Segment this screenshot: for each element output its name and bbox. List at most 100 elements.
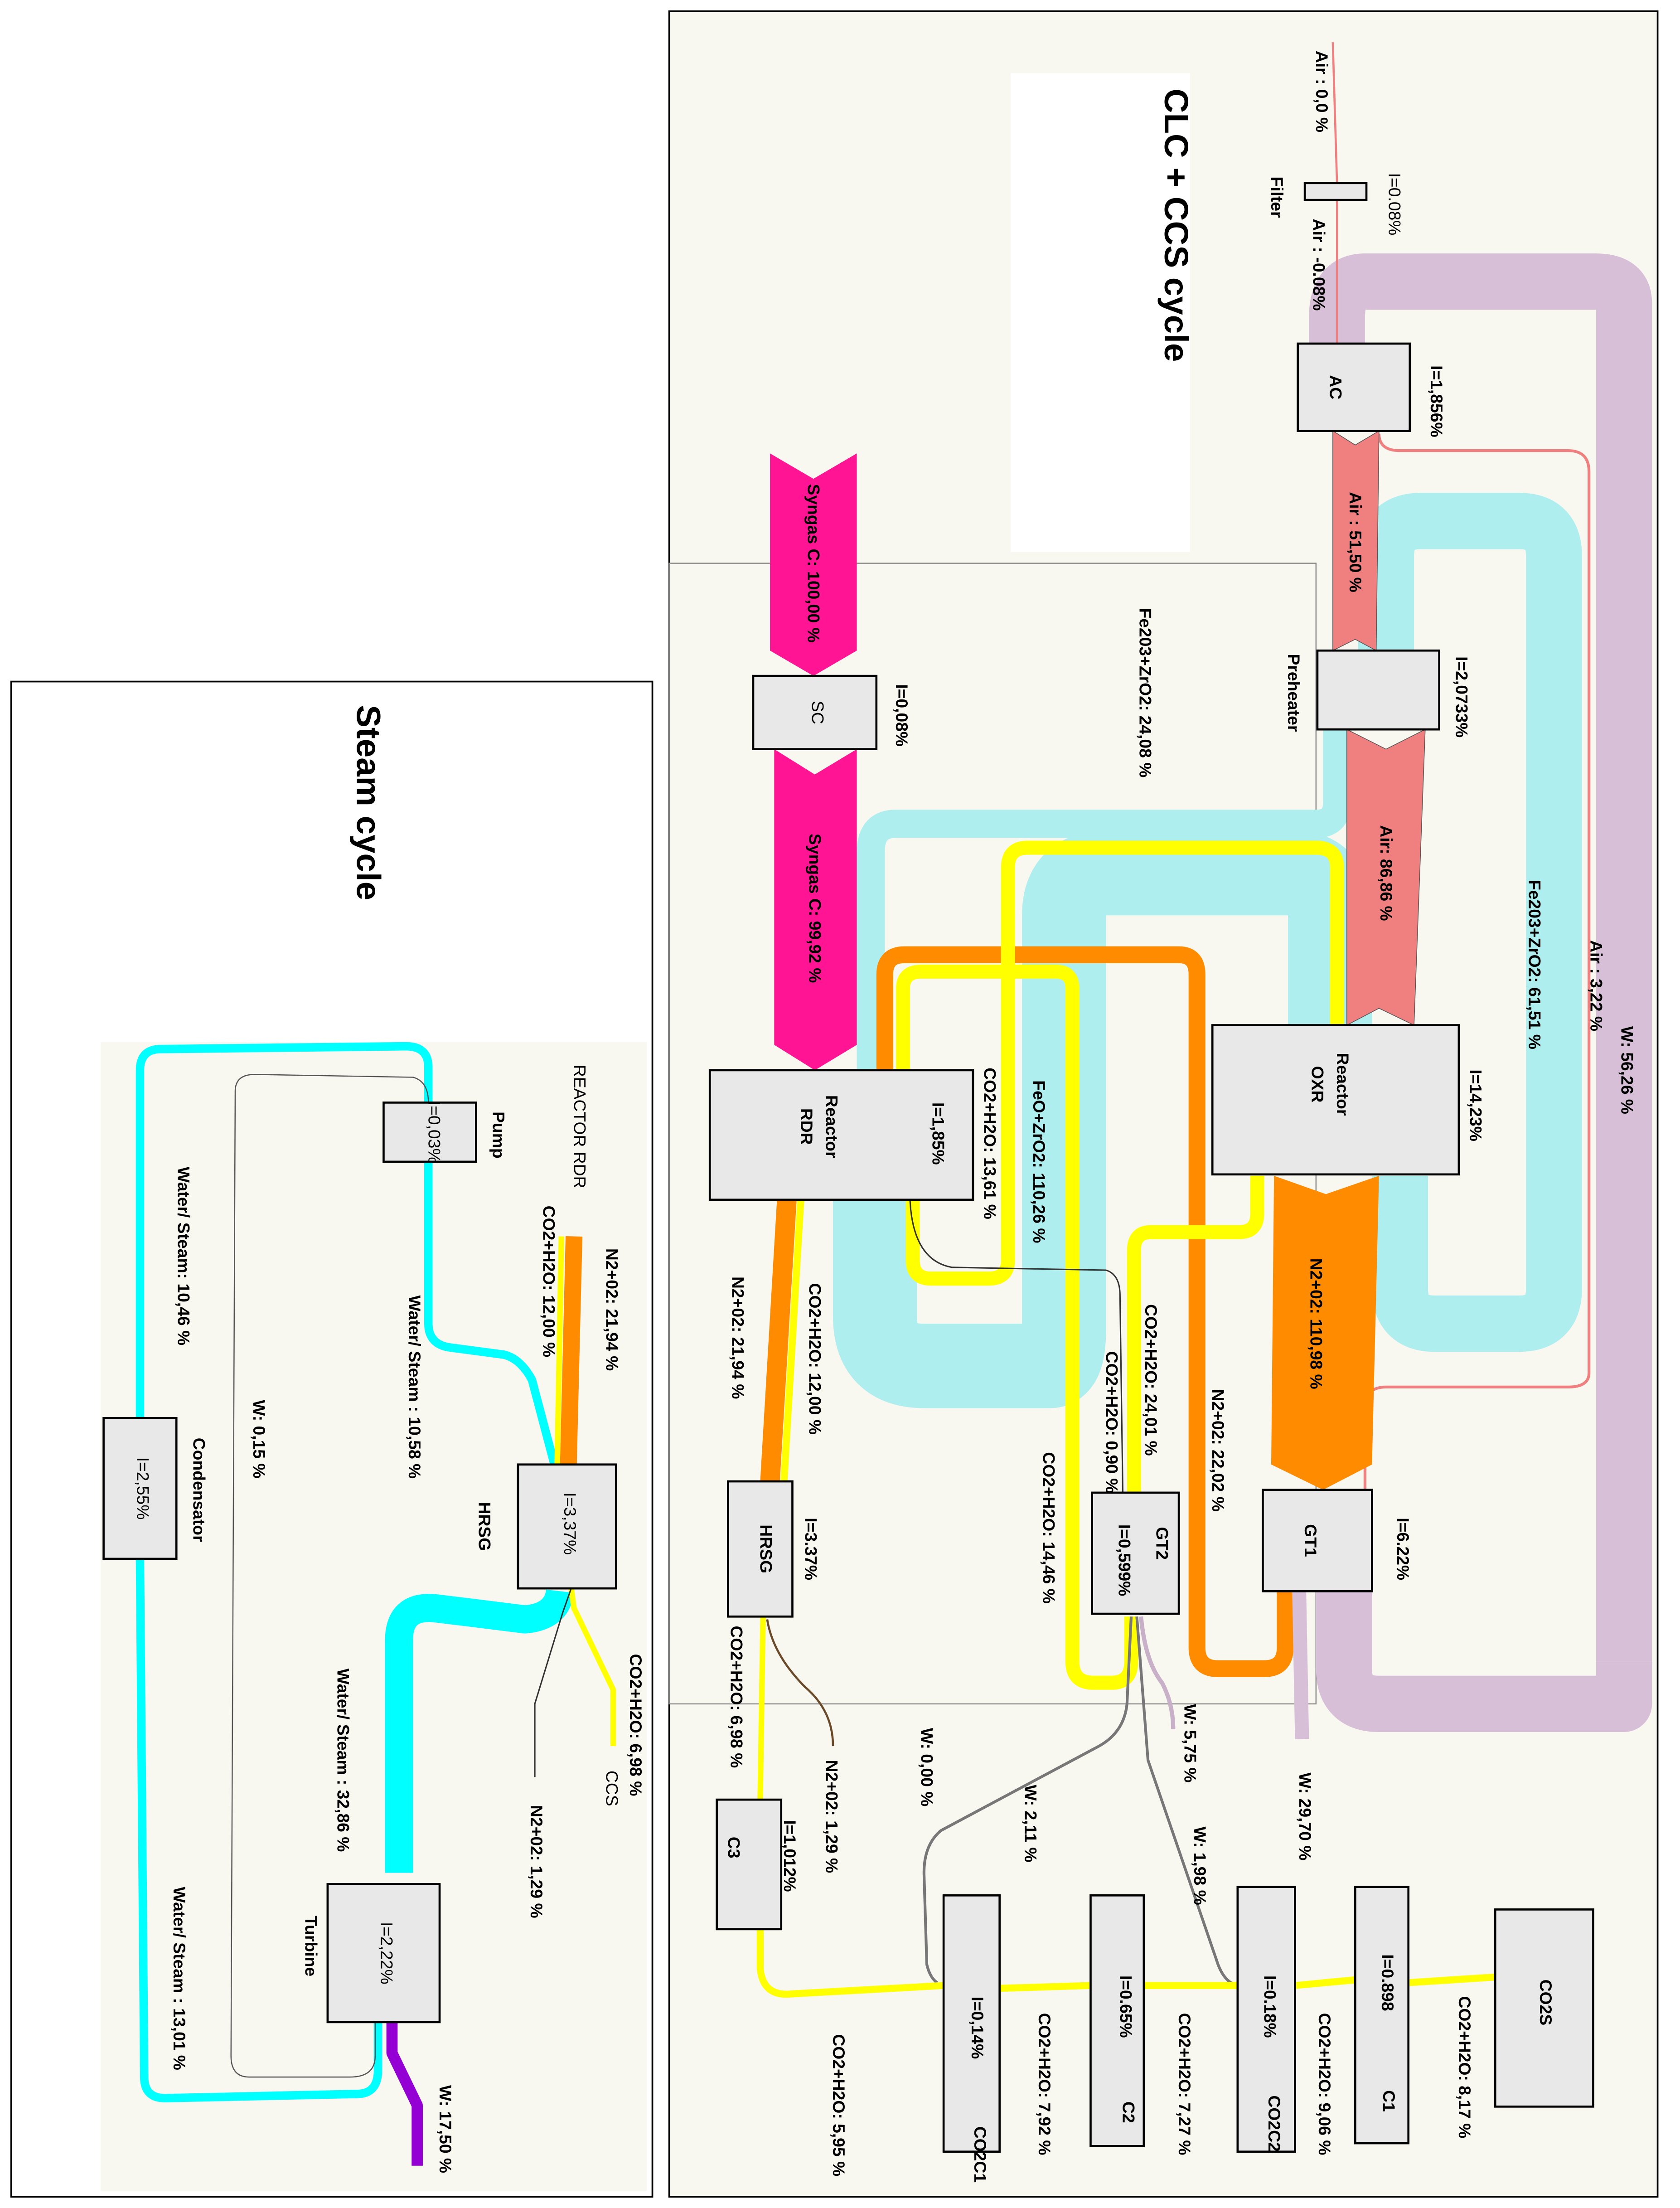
node-reactor-oxr[interactable]	[1211, 1024, 1460, 1176]
rdr-label-1: Reactor	[823, 1095, 842, 1158]
flow-work-575	[1139, 1616, 1176, 1729]
label-syngas-100: Syngas C: 100,00 %	[804, 484, 823, 643]
flow-co2-24	[1127, 1175, 1264, 1493]
label-steam-n2-in: N2+02: 21,94 %	[603, 1248, 622, 1371]
label-ws-1301: Water/ Steam : 13,01 %	[170, 1887, 189, 2070]
flow-w-1750	[386, 2022, 423, 2166]
node-hrsg-clc[interactable]	[727, 1480, 794, 1618]
flow-ws-1046	[136, 1042, 433, 1418]
preheater-label: Preheater	[1284, 654, 1303, 732]
label-w-000: W: 0,00 %	[918, 1728, 937, 1806]
co2c2-label: CO2C2	[1265, 2095, 1284, 2151]
ac-label: AC	[1327, 375, 1346, 399]
label-air-filter: Air : -0.08%	[1310, 219, 1329, 311]
label-co2-727: CO2+H2O: 7,27 %	[1175, 2013, 1194, 2155]
label-air-3: Air : 3,22 %	[1587, 940, 1606, 1031]
node-co2s[interactable]	[1494, 1908, 1594, 2108]
node-pump[interactable]	[382, 1102, 477, 1163]
node-gt1[interactable]	[1262, 1489, 1373, 1592]
node-co2c1[interactable]	[942, 1894, 1001, 2153]
label-n2-129: N2+02: 1,29 %	[823, 1760, 842, 1873]
c3-irr: I=1,012%	[780, 1820, 799, 1892]
node-reactor-rdr[interactable]	[708, 1069, 974, 1201]
label-co2-792: CO2+H2O: 7,92 %	[1035, 2013, 1054, 2155]
label-co2-817: CO2+H2O: 8,17 %	[1455, 1996, 1474, 2138]
node-ac[interactable]	[1297, 342, 1411, 432]
flow-ws-1058	[424, 1161, 559, 1466]
flow-work-211	[922, 1616, 1133, 1987]
flow-n2-129	[766, 1619, 834, 1747]
label-air-51: Air : 51,50 %	[1346, 492, 1365, 592]
gt1-label: GT1	[1301, 1524, 1320, 1557]
label-fe-24: Fe203+ZrO2: 24,08 %	[1136, 608, 1155, 777]
flow-ws-1301	[136, 1558, 382, 2103]
flow-syngas-100	[770, 453, 857, 676]
flow-fe2o3-61	[1358, 493, 1582, 1352]
oxr-label-1: Reactor	[1333, 1053, 1352, 1116]
label-w-56: W: 56,26 %	[1617, 1026, 1636, 1114]
flow-work-56	[1309, 253, 1652, 1662]
hrsg-steam-label: HRSG	[475, 1502, 494, 1551]
flow-co2-698	[757, 1616, 766, 1800]
clc-flow-labels: Air : 0,0 % Air : -0.08% Air : 51,50 % A…	[727, 51, 1637, 2176]
label-co2-698: CO2+H2O: 6,98 %	[727, 1626, 746, 1768]
flow-work-56-lower	[1316, 1591, 1652, 1732]
rdr-irr: I=1,85%	[929, 1102, 948, 1165]
flow-n2-22	[876, 946, 1294, 1677]
label-w-198: W: 1,98 %	[1191, 1826, 1210, 1905]
label-n2-22: N2+02: 22,02 %	[1209, 1389, 1228, 1512]
label-feo-110: FeO+ZrO2: 110,26 %	[1030, 1080, 1049, 1243]
label-ws-1046: Water/ Steam: 10,46 %	[174, 1167, 193, 1345]
node-co2c2[interactable]	[1236, 1886, 1296, 2153]
node-c3[interactable]	[716, 1798, 783, 1931]
node-preheater[interactable]	[1316, 649, 1440, 731]
label-w-211: W: 2,11 %	[1021, 1785, 1040, 1862]
c1-label: C1	[1380, 2090, 1399, 2112]
flow-n2-out	[534, 1588, 572, 1777]
label-n2-110: N2+02: 110,98 %	[1307, 1258, 1326, 1389]
node-gt2[interactable]	[1091, 1491, 1180, 1615]
label-steam-co2-in: CO2+H2O: 12,00 %	[540, 1206, 559, 1357]
label-ccs: CCS	[603, 1771, 622, 1806]
flow-co2-090	[909, 1199, 1124, 1493]
gt2-label: GT2	[1153, 1527, 1172, 1559]
node-sc[interactable]	[752, 675, 878, 750]
label-ws-1058: Water/ Steam : 10,58 %	[405, 1296, 424, 1479]
flow-air-filter	[1331, 42, 1338, 344]
label-co2-090: CO2+H2O: 0,90 %	[1102, 1351, 1121, 1494]
label-reactor-rdr: REACTOR RDR	[571, 1065, 590, 1189]
flow-co2-in	[554, 1236, 564, 1465]
oxr-irr: I=14,23%	[1467, 1069, 1486, 1141]
label-w-575: W: 5,75 %	[1181, 1704, 1200, 1782]
flow-n2-in	[560, 1236, 583, 1465]
hrsg-clc-irr: I=3.37%	[801, 1518, 820, 1580]
hrsg-clc-label: HRSG	[756, 1524, 775, 1573]
hrsg-steam-irr: I=3,37%	[561, 1492, 580, 1555]
flow-fe2o3-24	[857, 729, 1351, 1070]
node-turbine[interactable]	[326, 1883, 441, 2024]
label-steam-co2-out: CO2+H2O: 6,98 %	[626, 1654, 645, 1796]
oxr-label-2: OXR	[1308, 1066, 1327, 1103]
condensator-irr: I=2,55%	[134, 1457, 153, 1520]
node-hrsg-steam[interactable]	[517, 1463, 617, 1590]
node-c1[interactable]	[1354, 1886, 1410, 2145]
flow-n2-110	[1271, 1175, 1379, 1490]
gt1-irr: I=6.22%	[1394, 1518, 1413, 1580]
co2s-label: CO2S	[1536, 1980, 1555, 2025]
flow-co2-chain	[756, 1929, 1496, 1998]
label-w-29: W: 29,70 %	[1296, 1772, 1315, 1860]
flow-w-015	[230, 1074, 429, 2078]
title-box	[1011, 73, 1190, 552]
clc-title: CLC + CCS cycle	[1157, 89, 1195, 362]
flow-syngas-99	[774, 749, 857, 1070]
ac-irr: I=1,856%	[1427, 365, 1446, 437]
node-condensator[interactable]	[102, 1417, 178, 1560]
node-c2[interactable]	[1089, 1894, 1145, 2147]
label-ws-3286: Water/ Steam : 32,86 %	[334, 1669, 353, 1852]
flow-n2-21	[760, 1199, 797, 1482]
flow-co2-14	[896, 964, 1138, 1690]
pump-irr: I=0,03%	[425, 1101, 444, 1164]
node-filter[interactable]	[1303, 182, 1368, 201]
turbine-irr: I=2,22%	[377, 1922, 396, 1985]
